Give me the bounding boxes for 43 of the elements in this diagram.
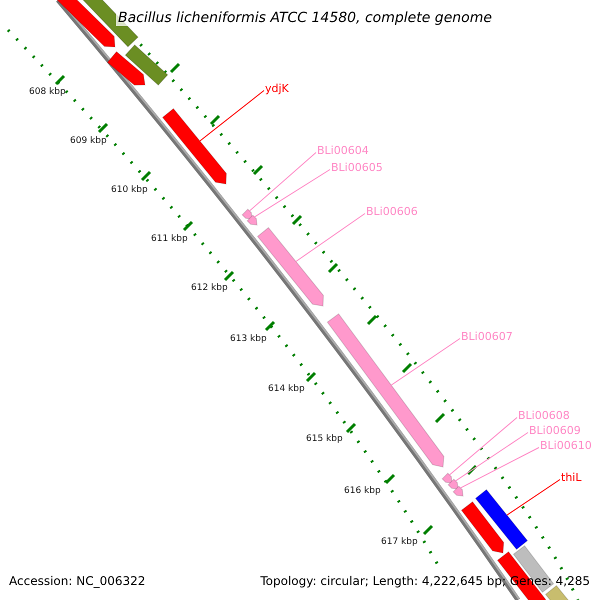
gene-label: BLi00606 xyxy=(366,206,418,217)
scale-label: 615 kbp xyxy=(306,435,343,444)
scale-label: 608 kbp xyxy=(29,88,66,97)
scale-label: 612 kbp xyxy=(191,284,228,293)
leader-line xyxy=(390,338,460,386)
scale-label: 616 kbp xyxy=(344,487,381,496)
scale-label: 614 kbp xyxy=(268,385,305,394)
scale-label: 610 kbp xyxy=(111,186,148,195)
gene-label: BLi00608 xyxy=(518,410,570,421)
leader-line xyxy=(254,169,330,218)
gene-segment xyxy=(460,501,504,554)
leader-line xyxy=(506,479,560,516)
scale-label: 617 kbp xyxy=(381,538,418,547)
gene-segment xyxy=(56,0,116,48)
gene-segment xyxy=(246,214,258,226)
gene-label: BLi00609 xyxy=(529,425,581,436)
gene-segment xyxy=(441,472,453,484)
gene-label: BLi00604 xyxy=(317,145,369,156)
gene-segment xyxy=(326,313,444,468)
gene-segment xyxy=(544,584,570,600)
gene-segment xyxy=(124,44,168,86)
gene-label: BLi00607 xyxy=(461,331,513,342)
gene-label: ydjK xyxy=(265,83,289,94)
scale-label: 609 kbp xyxy=(70,137,107,146)
gene-label: thiL xyxy=(561,472,582,483)
gene-label: BLi00610 xyxy=(540,440,592,451)
gene-label: BLi00605 xyxy=(331,162,383,173)
gene-segment xyxy=(256,226,324,307)
gene-segment xyxy=(452,485,464,497)
leader-line xyxy=(455,432,528,482)
leader-line xyxy=(249,152,316,212)
scale-label: 611 kbp xyxy=(151,235,188,244)
leader-line xyxy=(460,447,540,488)
scale-label: 613 kbp xyxy=(230,335,267,344)
accession-text: Accession: NC_006322 xyxy=(9,575,146,587)
leader-line xyxy=(199,90,264,142)
gene-segment xyxy=(474,488,528,550)
gene-segment xyxy=(447,478,459,490)
gene-segment xyxy=(162,108,227,185)
leader-line xyxy=(295,213,366,262)
gene-segment xyxy=(106,50,146,86)
map-title: Bacillus licheniformis ATCC 14580, complete genome xyxy=(116,10,494,26)
leader-line xyxy=(449,417,518,476)
